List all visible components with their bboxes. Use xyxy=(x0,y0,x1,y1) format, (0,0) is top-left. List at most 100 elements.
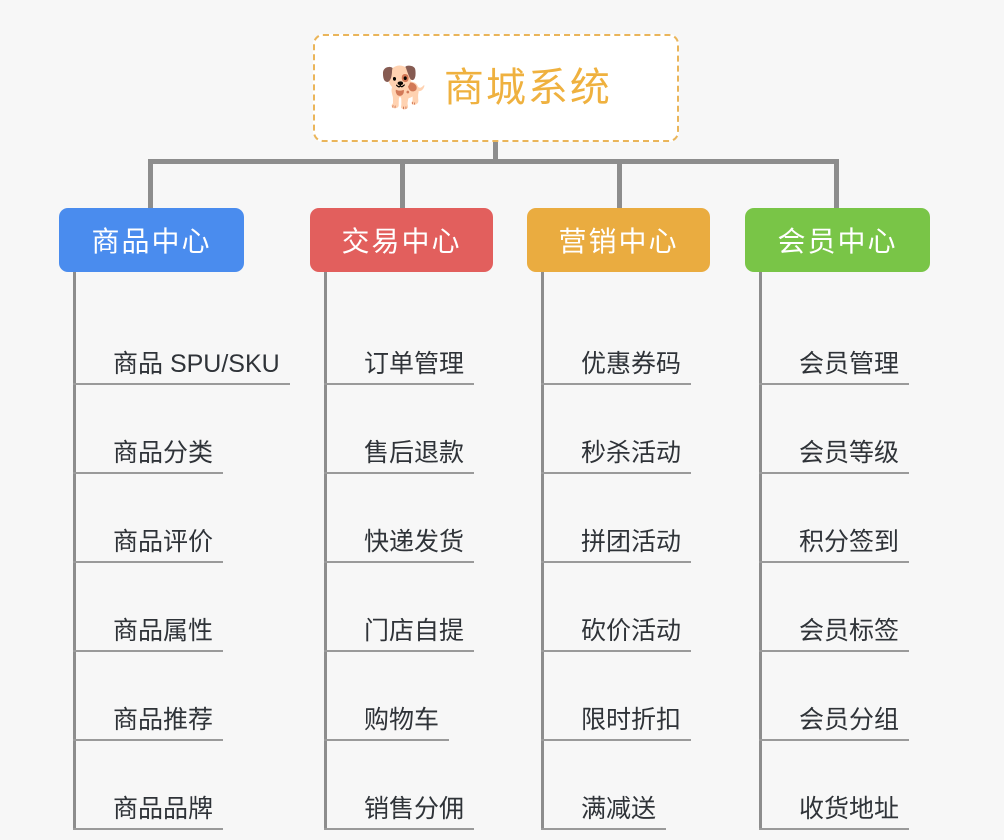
leaf-label: 秒杀活动 xyxy=(581,439,682,468)
leaf-label: 商品品牌 xyxy=(113,795,214,824)
leaf-label: 限时折扣 xyxy=(581,706,682,735)
branch-label: 会员中心 xyxy=(777,226,898,257)
leaf-label: 快递发货 xyxy=(364,528,465,557)
leaf-underline xyxy=(73,739,223,741)
leaf-underline xyxy=(541,650,691,652)
leaf-item[interactable]: 购物车 xyxy=(324,652,493,741)
branch-drop-line-product-center xyxy=(148,159,153,210)
branch-header-product-center[interactable]: 商品中心 xyxy=(59,208,244,272)
leaf-item[interactable]: 收货地址 xyxy=(759,741,930,830)
leaf-item[interactable]: 商品推荐 xyxy=(73,652,244,741)
leaf-item[interactable]: 砍价活动 xyxy=(541,563,710,652)
leaf-item[interactable]: 售后退款 xyxy=(324,385,493,474)
leaf-label: 销售分佣 xyxy=(364,795,465,824)
branch-body-marketing-center: 优惠券码秒杀活动拼团活动砍价活动限时折扣满减送 xyxy=(541,272,710,830)
leaf-item[interactable]: 会员标签 xyxy=(759,563,930,652)
branch-trunk-product-center xyxy=(73,272,76,830)
leaf-underline xyxy=(73,650,223,652)
branch-trade-center: 交易中心订单管理售后退款快递发货门店自提购物车销售分佣 xyxy=(310,208,493,830)
leaf-label: 收货地址 xyxy=(799,795,900,824)
branch-body-product-center: 商品 SPU/SKU 商品分类商品评价商品属性商品推荐商品品牌 xyxy=(73,272,290,830)
branch-header-member-center[interactable]: 会员中心 xyxy=(745,208,930,272)
branch-product-center: 商品中心商品 SPU/SKU 商品分类商品评价商品属性商品推荐商品品牌 xyxy=(59,208,290,830)
leaf-item[interactable]: 商品分类 xyxy=(73,385,244,474)
leaf-item[interactable]: 满减送 xyxy=(541,741,710,830)
branch-trunk-member-center xyxy=(759,272,762,830)
leaf-underline xyxy=(73,383,290,385)
leaf-item[interactable]: 商品属性 xyxy=(73,563,244,652)
leaf-item[interactable]: 积分签到 xyxy=(759,474,930,563)
leaf-item[interactable]: 商品品牌 xyxy=(73,741,244,830)
branch-trunk-trade-center xyxy=(324,272,327,830)
branch-drop-line-marketing-center xyxy=(617,159,622,210)
leaf-underline xyxy=(73,828,223,830)
leaf-label: 售后退款 xyxy=(364,439,465,468)
leaf-underline xyxy=(759,383,909,385)
leaf-label: 积分签到 xyxy=(799,528,900,557)
branch-member-center: 会员中心会员管理会员等级积分签到会员标签会员分组收货地址 xyxy=(745,208,930,830)
leaf-underline xyxy=(541,828,666,830)
root-connector-stem xyxy=(493,142,498,164)
leaf-item[interactable]: 商品评价 xyxy=(73,474,244,563)
leaf-item[interactable]: 会员管理 xyxy=(759,296,930,385)
leaf-label: 门店自提 xyxy=(364,617,465,646)
leaf-label: 购物车 xyxy=(364,706,440,735)
leaf-item[interactable]: 限时折扣 xyxy=(541,652,710,741)
leaf-item[interactable]: 快递发货 xyxy=(324,474,493,563)
branch-body-trade-center: 订单管理售后退款快递发货门店自提购物车销售分佣 xyxy=(324,272,493,830)
root-title: 商城系统 xyxy=(443,66,612,110)
branch-drop-line-trade-center xyxy=(400,159,405,210)
leaf-label: 优惠券码 xyxy=(581,350,682,379)
leaf-underline xyxy=(541,472,691,474)
leaf-item[interactable]: 销售分佣 xyxy=(324,741,493,830)
leaf-underline xyxy=(324,650,474,652)
branch-label: 商品中心 xyxy=(91,226,212,257)
branch-body-member-center: 会员管理会员等级积分签到会员标签会员分组收货地址 xyxy=(759,272,930,830)
leaf-item[interactable]: 门店自提 xyxy=(324,563,493,652)
branch-header-marketing-center[interactable]: 营销中心 xyxy=(527,208,710,272)
leaf-label: 商品 SPU/SKU xyxy=(113,350,280,379)
leaf-label: 商品属性 xyxy=(113,617,214,646)
leaf-underline xyxy=(324,828,474,830)
leaf-label: 拼团活动 xyxy=(581,528,682,557)
leaf-underline xyxy=(73,561,223,563)
leaf-underline xyxy=(73,472,223,474)
branch-drop-line-member-center xyxy=(834,159,839,210)
root-node[interactable]: 🐕 商城系统 xyxy=(313,34,679,142)
branch-trunk-marketing-center xyxy=(541,272,544,830)
leaf-label: 订单管理 xyxy=(364,350,465,379)
leaf-item[interactable]: 秒杀活动 xyxy=(541,385,710,474)
leaf-label: 砍价活动 xyxy=(581,617,682,646)
leaf-underline xyxy=(541,739,691,741)
leaf-item[interactable]: 会员分组 xyxy=(759,652,930,741)
leaf-item[interactable]: 优惠券码 xyxy=(541,296,710,385)
leaf-underline xyxy=(759,561,909,563)
leaf-underline xyxy=(541,561,691,563)
leaf-label: 会员管理 xyxy=(799,350,900,379)
leaf-label: 商品推荐 xyxy=(113,706,214,735)
leaf-label: 会员分组 xyxy=(799,706,900,735)
leaf-underline xyxy=(759,650,909,652)
leaf-underline xyxy=(759,828,909,830)
leaf-underline xyxy=(759,472,909,474)
leaf-item[interactable]: 拼团活动 xyxy=(541,474,710,563)
leaf-label: 会员等级 xyxy=(799,439,900,468)
branch-marketing-center: 营销中心优惠券码秒杀活动拼团活动砍价活动限时折扣满减送 xyxy=(527,208,710,830)
leaf-label: 商品评价 xyxy=(113,528,214,557)
leaf-underline xyxy=(541,383,691,385)
leaf-underline xyxy=(759,739,909,741)
leaf-underline xyxy=(324,383,474,385)
branch-header-trade-center[interactable]: 交易中心 xyxy=(310,208,493,272)
branch-label: 营销中心 xyxy=(558,226,679,257)
shiba-dog-face-icon: 🐕 xyxy=(380,66,430,110)
leaf-item[interactable]: 商品 SPU/SKU xyxy=(73,296,290,385)
leaf-underline xyxy=(324,739,449,741)
leaf-underline xyxy=(324,472,474,474)
leaf-underline xyxy=(324,561,474,563)
leaf-item[interactable]: 会员等级 xyxy=(759,385,930,474)
leaf-item[interactable]: 订单管理 xyxy=(324,296,493,385)
branch-label: 交易中心 xyxy=(341,226,462,257)
leaf-label: 商品分类 xyxy=(113,439,214,468)
branch-connector-bus xyxy=(148,159,836,164)
